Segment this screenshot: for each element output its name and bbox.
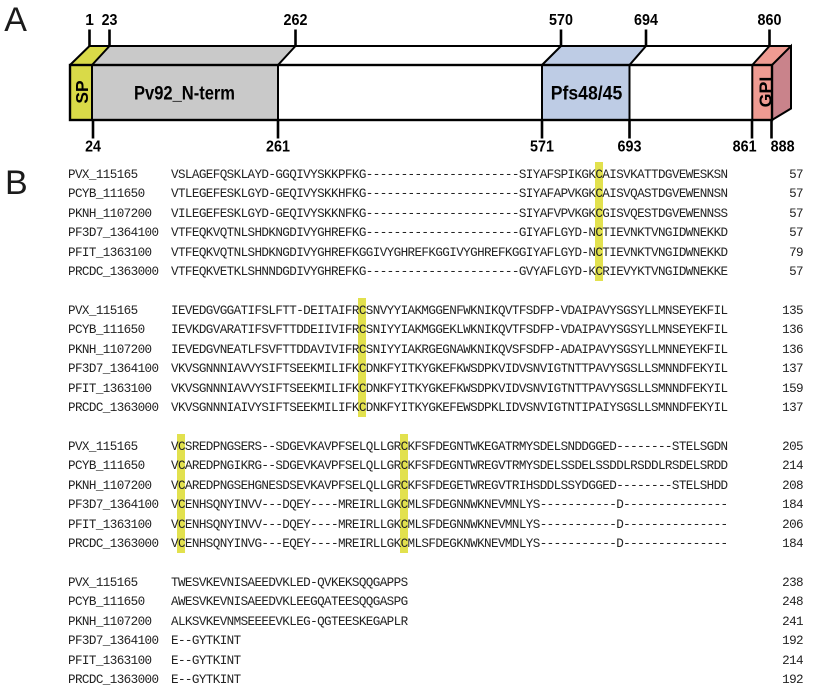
svg-text:861: 861 <box>733 139 757 156</box>
svg-text:570: 570 <box>549 12 573 29</box>
svg-text:694: 694 <box>634 12 658 29</box>
svg-text:888: 888 <box>771 139 795 156</box>
svg-text:GPI: GPI <box>755 77 775 108</box>
svg-text:Pv92_N-term: Pv92_N-term <box>134 82 235 104</box>
svg-text:1: 1 <box>85 12 94 29</box>
svg-text:693: 693 <box>618 139 642 156</box>
svg-text:262: 262 <box>284 12 308 29</box>
svg-text:23: 23 <box>102 12 118 29</box>
svg-text:571: 571 <box>530 139 554 156</box>
svg-text:24: 24 <box>85 139 101 156</box>
svg-text:Pfs48/45: Pfs48/45 <box>551 82 623 104</box>
svg-text:261: 261 <box>266 139 290 156</box>
svg-text:SP: SP <box>72 80 92 103</box>
svg-text:860: 860 <box>758 12 782 29</box>
